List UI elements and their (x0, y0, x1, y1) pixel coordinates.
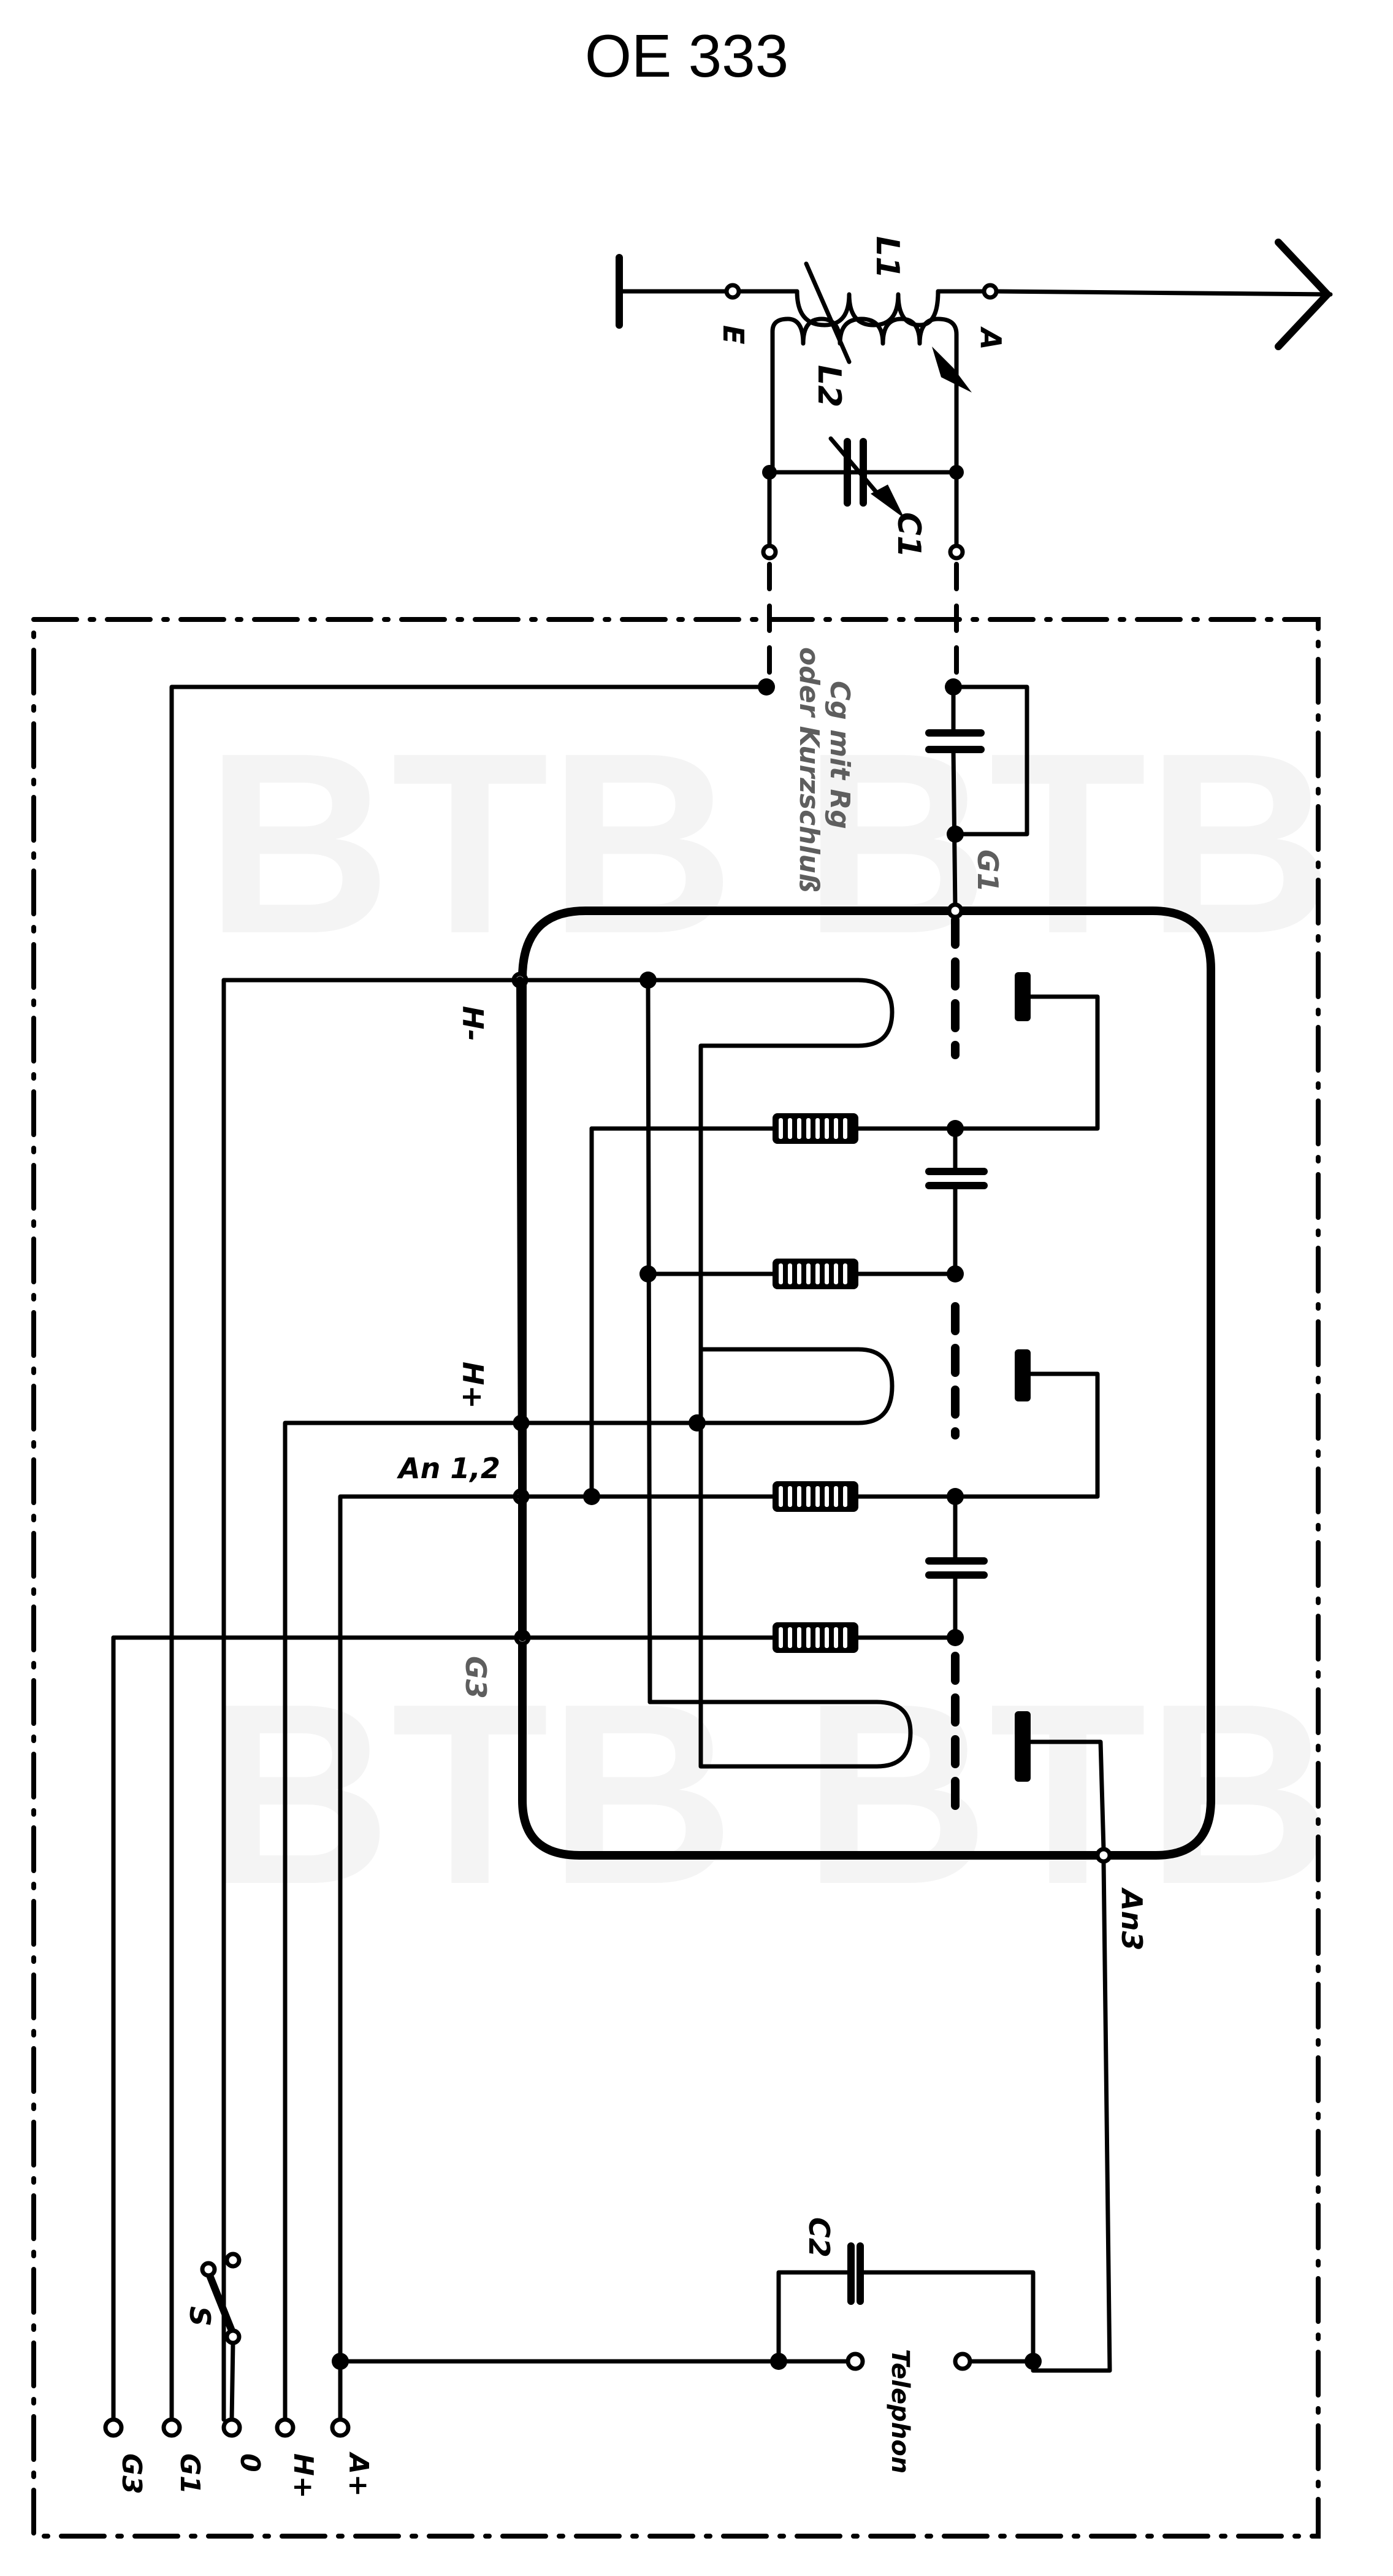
wire-g1-feed (169, 684, 769, 2422)
c2-bypass (776, 2270, 1036, 2364)
coil-terminal-right[interactable] (948, 543, 965, 561)
anode-plate-1 (1015, 972, 1031, 1021)
switch-s-lever[interactable] (205, 2269, 237, 2337)
terminal-label-h-plus: H+ (288, 2453, 319, 2499)
switch-contact-pivot[interactable] (200, 2261, 217, 2278)
terminal-label-a-plus: A+ (343, 2451, 374, 2497)
label-an12: An 1,2 (397, 1452, 500, 1485)
filament-resistor (773, 1481, 858, 1512)
anode-plate-3 (1015, 1711, 1031, 1782)
antenna-line-2 (936, 289, 1333, 297)
wire-a-plus (338, 1494, 524, 2422)
terminal-label-0: 0 (234, 2453, 265, 2472)
wire-an3-output (1031, 1859, 1112, 2373)
terminal-h-plus[interactable] (275, 2417, 296, 2438)
terminal-label-g3: G3 (116, 2453, 147, 2494)
label-switch-s: S (183, 2306, 216, 2326)
antenna-section: E A L1 L2 C1 (616, 236, 1333, 677)
antenna-arrow-icon (1275, 239, 1331, 350)
label-an3: An3 (1115, 1887, 1148, 1950)
switch-contact-top[interactable] (224, 2252, 242, 2269)
label-e: E (717, 325, 750, 344)
label-l2: L2 (811, 365, 847, 407)
junction-dot (947, 826, 964, 843)
junction-dot (583, 1488, 600, 1505)
label-g3: G3 (459, 1656, 492, 1699)
wire-switch-to-0 (229, 2340, 235, 2422)
anode-1-wire (953, 994, 1100, 1131)
tube-envelope (518, 907, 1215, 1860)
wire-h-plus (283, 1420, 524, 2422)
page-title: OE 333 (585, 22, 788, 90)
filament-resistor (773, 1259, 858, 1289)
watermark-bottom-left: BTB (205, 1650, 735, 1938)
terminal-g3[interactable] (103, 2417, 124, 2438)
terminal-0[interactable] (221, 2417, 242, 2438)
watermark-top-right: BTB (803, 700, 1332, 987)
annotation-short-circuit: oder Kurzschluß (793, 647, 825, 893)
c1-arrow-head-icon (871, 485, 904, 518)
external-wiring: S C2 Telephon (111, 978, 1112, 2474)
wire-g3 (111, 1635, 525, 2422)
label-l1: L1 (869, 236, 906, 278)
label-g1: G1 (971, 849, 1004, 892)
heater-h-minus-bus (221, 978, 913, 2422)
tube-pins: H- H+ An 1,2 G3 An3 (397, 902, 1148, 1950)
rg-bypass-wire (951, 684, 1029, 837)
heater-pin-column (516, 976, 526, 1641)
coupling-arrow-head-icon (932, 347, 972, 393)
filament-resistor (773, 1113, 858, 1144)
anode-plate-2 (1015, 1349, 1031, 1401)
coil-l1-icon (795, 289, 941, 328)
telephone-terminal-right[interactable] (953, 2352, 972, 2371)
watermark-group: BTB BTB BTB BTB (205, 700, 1332, 1938)
grid-input-circuit: Cg mit Rg oder Kurzschluß G1 (169, 647, 1029, 2422)
heater-vertical (646, 978, 652, 1704)
anode-2-wire (953, 1371, 1100, 1499)
terminal-label-g1: G1 (174, 2453, 205, 2494)
filament-resistor (773, 1622, 858, 1653)
telephone-terminal-left[interactable] (845, 2352, 865, 2371)
terminal-g1[interactable] (161, 2417, 182, 2438)
coil-l2-icon (770, 316, 959, 475)
tube-internals (111, 916, 1106, 2422)
label-h-minus: H- (456, 1006, 489, 1041)
junction-dot (689, 1414, 706, 1432)
label-c1: C1 (890, 512, 927, 558)
annotation-cg-rg: Cg mit Rg (824, 681, 855, 829)
c1-arrow-line (828, 436, 885, 502)
terminal-a[interactable] (982, 283, 999, 300)
label-c2: C2 (803, 2217, 836, 2258)
watermark-bottom-right: BTB (803, 1650, 1332, 1938)
terminal-a-plus[interactable] (330, 2417, 351, 2438)
terminal-e[interactable] (724, 283, 741, 300)
device-enclosure (31, 617, 1321, 2539)
heater-loop-2 (519, 1347, 895, 1425)
coil-terminal-left[interactable] (761, 543, 778, 561)
anode-3-wire (1028, 1739, 1106, 1852)
pin-g1[interactable] (947, 902, 964, 919)
watermark-top-left: BTB (205, 700, 735, 987)
label-h-plus: H+ (456, 1362, 489, 1409)
label-telephone: Telephon (886, 2349, 914, 2474)
coupling-arrow-line (804, 261, 852, 364)
label-a: A (974, 326, 1007, 350)
external-terminal-strip: G3 G1 0 H+ A+ (103, 2417, 374, 2499)
